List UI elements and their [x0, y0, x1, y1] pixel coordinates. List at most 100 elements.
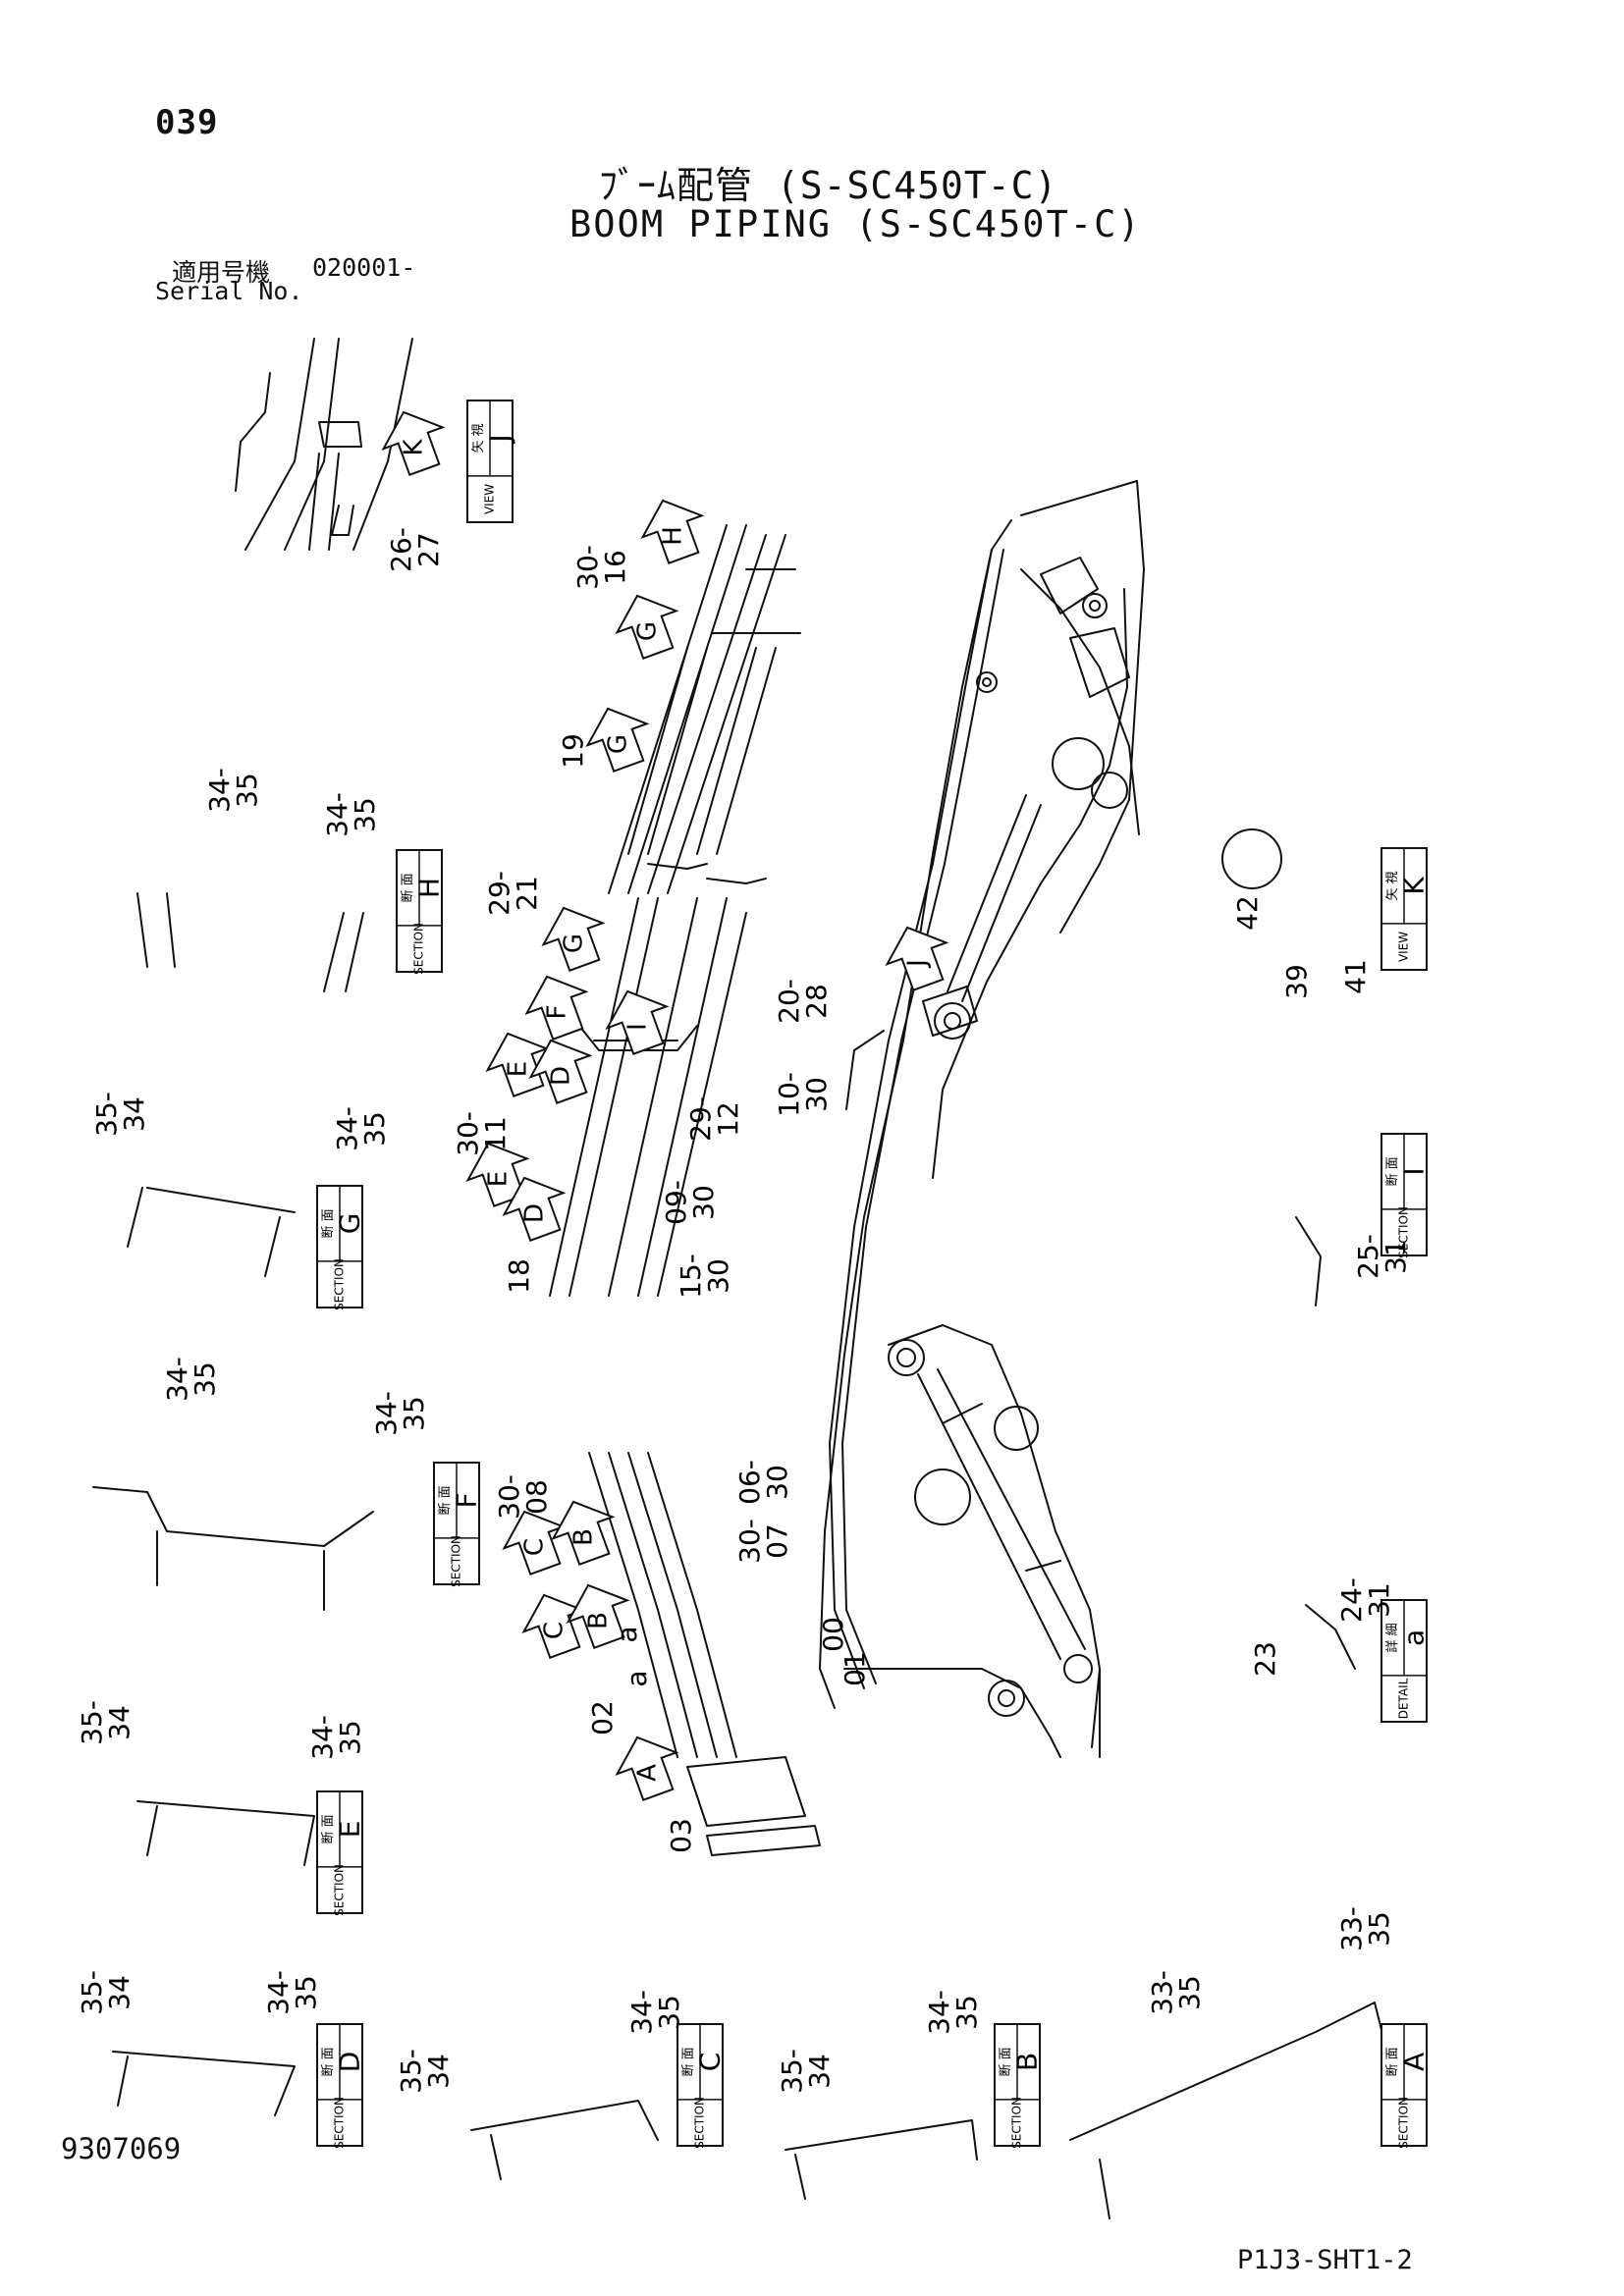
view-tag-word-jp: 断 面 [681, 2047, 696, 2076]
callout-label-part: 34- [203, 768, 236, 813]
view-tag-word-en: VIEW [483, 484, 497, 514]
boom-outline [843, 1668, 1061, 1758]
callout-label-part: 35 [290, 1975, 322, 2010]
arrow-marker-B: B [551, 1500, 616, 1566]
arrow-marker-G: G [541, 906, 606, 972]
arrow-marker-A: A [615, 1735, 679, 1801]
callout-label-part: 30- [493, 1474, 525, 1520]
boom-hole [994, 1406, 1039, 1451]
callout-34-35: 34-35 [306, 1715, 366, 1760]
arrow-marker-letter: G [633, 621, 663, 641]
arrow-marker-I: I [605, 989, 670, 1055]
callout-01: 01 [839, 1651, 871, 1686]
section-f-sketch [156, 1530, 325, 1611]
view-tag-word-en: DETAIL [1397, 1678, 1411, 1719]
section-a-sketch [1069, 2002, 1385, 2219]
arrow-marker-F: F [524, 975, 589, 1041]
callout-34-35: 34-35 [331, 1106, 391, 1151]
boom-boss [1091, 772, 1128, 809]
arrow-marker-letter: D [520, 1203, 550, 1223]
view-tag-word-jp: 断 面 [401, 873, 415, 902]
callout-label-part: 34- [321, 792, 353, 837]
callout-label-part: 02 [586, 1700, 619, 1735]
callout-35-34: 35-34 [395, 2049, 455, 2094]
view-tag-letter: J [484, 434, 516, 444]
callout-30-08: 30-08 [493, 1474, 553, 1520]
view-tag-letter: C [694, 2053, 727, 2072]
callout-label-part: 30 [761, 1465, 793, 1500]
boom-cylinder [917, 1368, 1086, 1660]
arrow-marker-C: C [502, 1510, 567, 1575]
callout-34-35: 34-35 [370, 1391, 430, 1436]
view-j-fitting [331, 505, 354, 536]
view-j-outline [235, 372, 271, 492]
callout-label-part: 19 [557, 733, 589, 769]
cylinder-pin [934, 1002, 971, 1040]
callout-a: a [621, 1670, 653, 1686]
callout-label-part: 15- [675, 1254, 707, 1299]
callout-34-35: 34-35 [262, 1970, 322, 2015]
title-english: BOOM PIPING (S-SC450T-C) [569, 203, 1142, 245]
callout-23: 23 [1249, 1641, 1281, 1677]
callout-label-part: 24- [1335, 1577, 1368, 1623]
callout-label-part: 35- [90, 1092, 123, 1137]
callout-label-part: 34 [803, 2054, 836, 2089]
view-j-bracket [318, 421, 362, 448]
callout-24-31: 24-31 [1335, 1577, 1395, 1623]
callout-label-part: 30- [452, 1111, 484, 1156]
boom-pin [976, 671, 998, 693]
section-f-sketch [92, 1486, 374, 1547]
arrow-marker-letter: A [633, 1764, 663, 1782]
callout-label-part: 35 [358, 1111, 391, 1147]
callout-42: 42 [1231, 895, 1264, 931]
base-block [706, 1825, 821, 1856]
arrow-marker-letter: B [569, 1528, 599, 1546]
title-japanese: ﾌﾞｰﾑ配管 (S-SC450T-C) [599, 164, 1058, 207]
callout-29-12: 29-12 [684, 1096, 744, 1142]
callout-label-part: 06- [733, 1460, 766, 1505]
foot-pin [888, 1339, 925, 1376]
pipe-clamp [647, 863, 767, 884]
callout-label-part: 20- [773, 979, 805, 1024]
callout-label-part: 35 [349, 797, 381, 832]
detail-a-sketch [1305, 1604, 1356, 1670]
serial-label-japanese: 適用号機 [172, 258, 271, 287]
callout-label-part: 35 [1363, 1911, 1395, 1947]
arrow-marker-letter: B [584, 1612, 614, 1629]
callout-label-part: 30 [687, 1185, 720, 1220]
callout-35-34: 35-34 [90, 1092, 150, 1137]
callout-label-part: 01 [839, 1651, 871, 1686]
callout-30-07: 30-07 [733, 1519, 793, 1564]
boom-outline [932, 588, 1128, 1179]
callout-label-part: 34- [306, 1715, 339, 1760]
bottom-pin [998, 1689, 1015, 1707]
callout-label-part: 18 [503, 1258, 535, 1294]
callout-label-part: 07 [761, 1523, 793, 1559]
arrow-marker-letter: I [623, 1023, 653, 1031]
callout-label-part: 33- [1335, 1906, 1368, 1951]
view-tag-letter: I [1398, 1167, 1431, 1175]
callout-19: 19 [557, 733, 589, 769]
callout-label-part: 10- [773, 1072, 805, 1117]
callout-label-part: 30- [571, 545, 604, 590]
callout-label-part: 35 [189, 1362, 221, 1397]
callout-06-30: 06-30 [733, 1460, 793, 1505]
boom-boss [1052, 737, 1105, 790]
callout-label-part: 16 [599, 550, 631, 585]
boom-hole [914, 1468, 971, 1525]
callout-15-30: 15-30 [675, 1254, 734, 1299]
arrow-marker-B: B [566, 1583, 630, 1649]
foot-pin [896, 1348, 916, 1367]
arrow-marker-letter: D [547, 1066, 576, 1086]
callout-39: 39 [1280, 964, 1313, 999]
callout-10-30: 10-30 [773, 1072, 833, 1117]
view-tag-letter: D [334, 2052, 366, 2073]
hydraulic-hose [1020, 568, 1140, 835]
